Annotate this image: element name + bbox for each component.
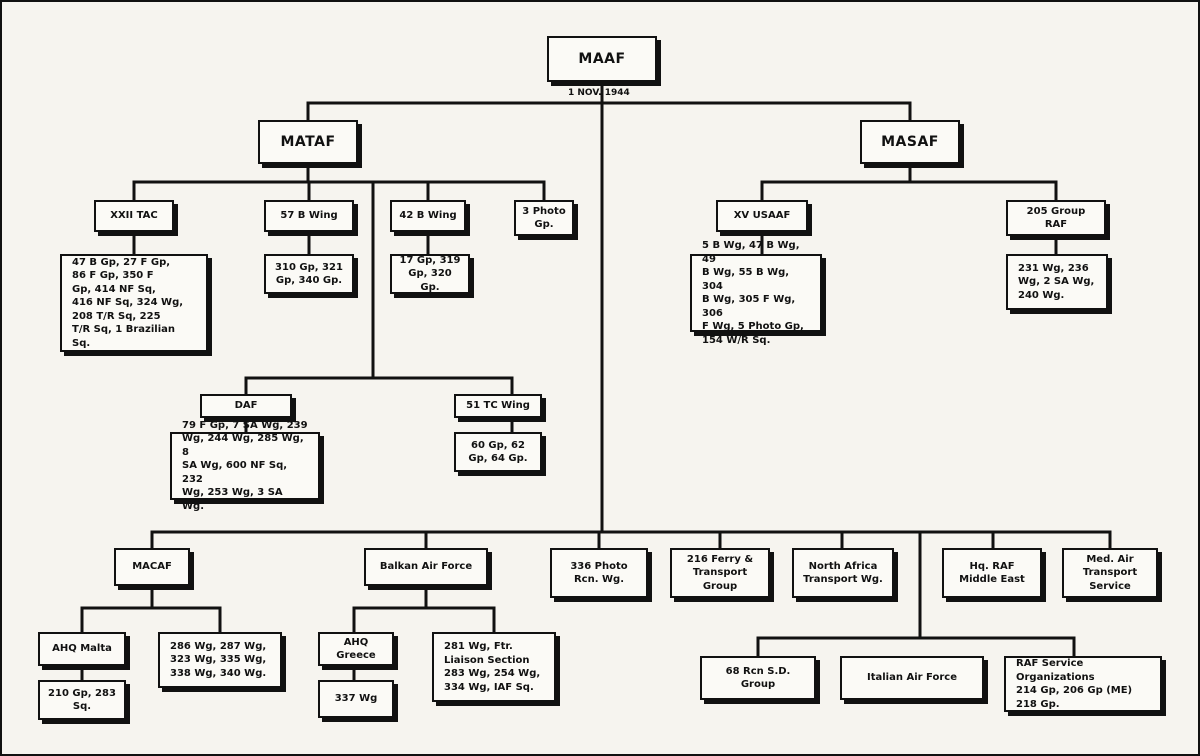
node-42-b-wing: 42 B Wing — [390, 200, 466, 232]
units-ahq-greece: 337 Wg — [318, 680, 394, 718]
node-hq-raf-middle-east: Hq. RAF Middle East — [942, 548, 1042, 598]
node-57-b-wing: 57 B Wing — [264, 200, 354, 232]
node-raf-service-organizations: RAF Service Organizations 214 Gp, 206 Gp… — [1004, 656, 1162, 712]
node-maaf: MAAF — [547, 36, 657, 82]
units-42-b-wing: 17 Gp, 319 Gp, 320 Gp. — [390, 254, 470, 294]
node-med-air-transport: Med. Air Transport Service — [1062, 548, 1158, 598]
node-xxii-tac: XXII TAC — [94, 200, 174, 232]
units-57-b-wing: 310 Gp, 321 Gp, 340 Gp. — [264, 254, 354, 294]
units-51-tc-wing: 60 Gp, 62 Gp, 64 Gp. — [454, 432, 542, 472]
node-balkan-air-force: Balkan Air Force — [364, 548, 488, 586]
node-daf: DAF — [200, 394, 292, 418]
node-3-photo-gp: 3 Photo Gp. — [514, 200, 574, 236]
node-north-africa-transport: North Africa Transport Wg. — [792, 548, 894, 598]
units-macaf: 286 Wg, 287 Wg, 323 Wg, 335 Wg, 338 Wg, … — [158, 632, 282, 688]
node-mataf: MATAF — [258, 120, 358, 164]
node-ahq-greece: AHQ Greece — [318, 632, 394, 666]
units-xv-usaaf: 5 B Wg, 47 B Wg, 49 B Wg, 55 B Wg, 304 B… — [690, 240, 822, 346]
date-label: 1 NOV. 1944 — [568, 88, 630, 98]
node-macaf: MACAF — [114, 548, 190, 586]
units-xxii-tac: 47 B Gp, 27 F Gp, 86 F Gp, 350 F Gp, 414… — [60, 254, 208, 352]
node-italian-air-force: Italian Air Force — [840, 656, 984, 700]
node-51-tc-wing: 51 TC Wing — [454, 394, 542, 418]
node-masaf: MASAF — [860, 120, 960, 164]
units-205-group: 231 Wg, 236 Wg, 2 SA Wg, 240 Wg. — [1006, 254, 1108, 310]
units-ahq-malta: 210 Gp, 283 Sq. — [38, 680, 126, 720]
node-205-group: 205 Group RAF — [1006, 200, 1106, 236]
node-xv-usaaf: XV USAAF — [716, 200, 808, 232]
units-daf: 79 F Gp, 7 SA Wg, 239 Wg, 244 Wg, 285 Wg… — [170, 420, 320, 512]
node-216-ferry: 216 Ferry & Transport Group — [670, 548, 770, 598]
node-336-photo: 336 Photo Rcn. Wg. — [550, 548, 648, 598]
units-balkan-air-force: 281 Wg, Ftr. Liaison Section 283 Wg, 254… — [432, 632, 556, 702]
node-68-rcn-sd-group: 68 Rcn S.D. Group — [700, 656, 816, 700]
node-ahq-malta: AHQ Malta — [38, 632, 126, 666]
